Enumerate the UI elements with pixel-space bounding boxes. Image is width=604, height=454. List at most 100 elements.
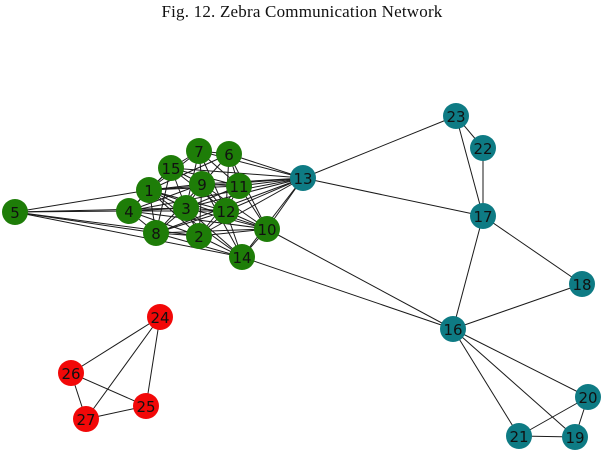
node-label: 24 <box>150 309 169 327</box>
node-circle <box>186 138 212 164</box>
edge-23-17 <box>455 115 484 217</box>
edge-24-27 <box>85 316 161 420</box>
edge-9-13 <box>201 177 304 185</box>
node-14: 14 <box>229 244 255 270</box>
node-circle <box>116 198 142 224</box>
node-label: 18 <box>572 276 591 294</box>
node-label: 13 <box>293 170 312 188</box>
node-label: 17 <box>473 208 492 226</box>
node-circle <box>73 406 99 432</box>
node-4: 4 <box>116 198 142 224</box>
node-label: 3 <box>181 200 191 218</box>
node-circle <box>443 103 469 129</box>
node-circle <box>158 155 184 181</box>
node-5: 5 <box>2 199 28 225</box>
node-16: 16 <box>440 316 466 342</box>
node-label: 15 <box>161 160 180 178</box>
edge-10-16 <box>266 228 454 330</box>
edge-13-17 <box>302 177 484 217</box>
node-circle <box>440 316 466 342</box>
node-label: 19 <box>565 429 584 447</box>
node-label: 26 <box>61 365 80 383</box>
edge-16-20 <box>452 328 589 398</box>
edge-2-13 <box>198 177 304 237</box>
node-label: 9 <box>197 176 207 194</box>
edge-12-13 <box>225 177 304 212</box>
node-label: 2 <box>194 228 204 246</box>
edge-16-21 <box>452 328 520 437</box>
node-circle <box>216 141 242 167</box>
node-19: 19 <box>562 424 588 450</box>
node-label: 4 <box>124 203 134 221</box>
node-label: 12 <box>216 203 235 221</box>
node-circle <box>136 177 162 203</box>
node-18: 18 <box>569 271 595 297</box>
edge-16-19 <box>452 328 576 438</box>
node-circle <box>186 223 212 249</box>
edge-5-14 <box>14 211 243 258</box>
node-circle <box>143 220 169 246</box>
node-circle <box>506 423 532 449</box>
node-3: 3 <box>173 195 199 221</box>
node-circle <box>569 271 595 297</box>
node-circle <box>173 195 199 221</box>
edge-20-21 <box>518 396 589 437</box>
edge-24-25 <box>145 316 161 407</box>
node-1: 1 <box>136 177 162 203</box>
node-15: 15 <box>158 155 184 181</box>
node-circle <box>575 384 601 410</box>
node-label: 22 <box>473 140 492 158</box>
node-label: 8 <box>151 225 161 243</box>
edge-14-16 <box>241 256 454 330</box>
node-label: 25 <box>136 398 155 416</box>
node-25: 25 <box>133 393 159 419</box>
node-circle <box>290 165 316 191</box>
node-6: 6 <box>216 141 242 167</box>
node-circle <box>2 199 28 225</box>
node-2: 2 <box>186 223 212 249</box>
edge-26-25 <box>70 372 147 407</box>
node-circle <box>147 304 173 330</box>
edge-1-6 <box>148 153 230 191</box>
edge-17-16 <box>452 215 484 330</box>
node-9: 9 <box>189 171 215 197</box>
node-13: 13 <box>290 165 316 191</box>
edge-8-10 <box>155 228 268 234</box>
edge-layer <box>14 115 589 438</box>
node-22: 22 <box>470 135 496 161</box>
figure-caption: Fig. 12. Zebra Communication Network <box>161 2 443 21</box>
edge-16-18 <box>452 283 583 330</box>
node-circle <box>254 216 280 242</box>
node-circle <box>562 424 588 450</box>
edge-13-23 <box>302 115 457 179</box>
node-label: 21 <box>509 428 528 446</box>
node-layer: 1234567891011121314151617181920212223242… <box>2 103 601 450</box>
node-label: 10 <box>257 221 276 239</box>
node-circle <box>213 198 239 224</box>
node-circle <box>226 173 252 199</box>
node-label: 7 <box>194 143 204 161</box>
node-27: 27 <box>73 406 99 432</box>
edge-24-26 <box>70 316 161 374</box>
node-label: 20 <box>578 389 597 407</box>
node-7: 7 <box>186 138 212 164</box>
node-8: 8 <box>143 220 169 246</box>
node-label: 1 <box>144 182 154 200</box>
edge-5-3 <box>14 207 187 213</box>
edge-5-1 <box>14 189 150 213</box>
node-10: 10 <box>254 216 280 242</box>
node-24: 24 <box>147 304 173 330</box>
node-circle <box>189 171 215 197</box>
node-11: 11 <box>226 173 252 199</box>
node-label: 5 <box>10 204 20 222</box>
node-17: 17 <box>470 203 496 229</box>
node-circle <box>133 393 159 419</box>
node-circle <box>470 135 496 161</box>
edge-15-13 <box>170 167 304 179</box>
node-circle <box>229 244 255 270</box>
edge-4-13 <box>128 177 304 212</box>
node-label: 14 <box>232 249 251 267</box>
node-circle <box>470 203 496 229</box>
edge-17-18 <box>482 215 583 285</box>
